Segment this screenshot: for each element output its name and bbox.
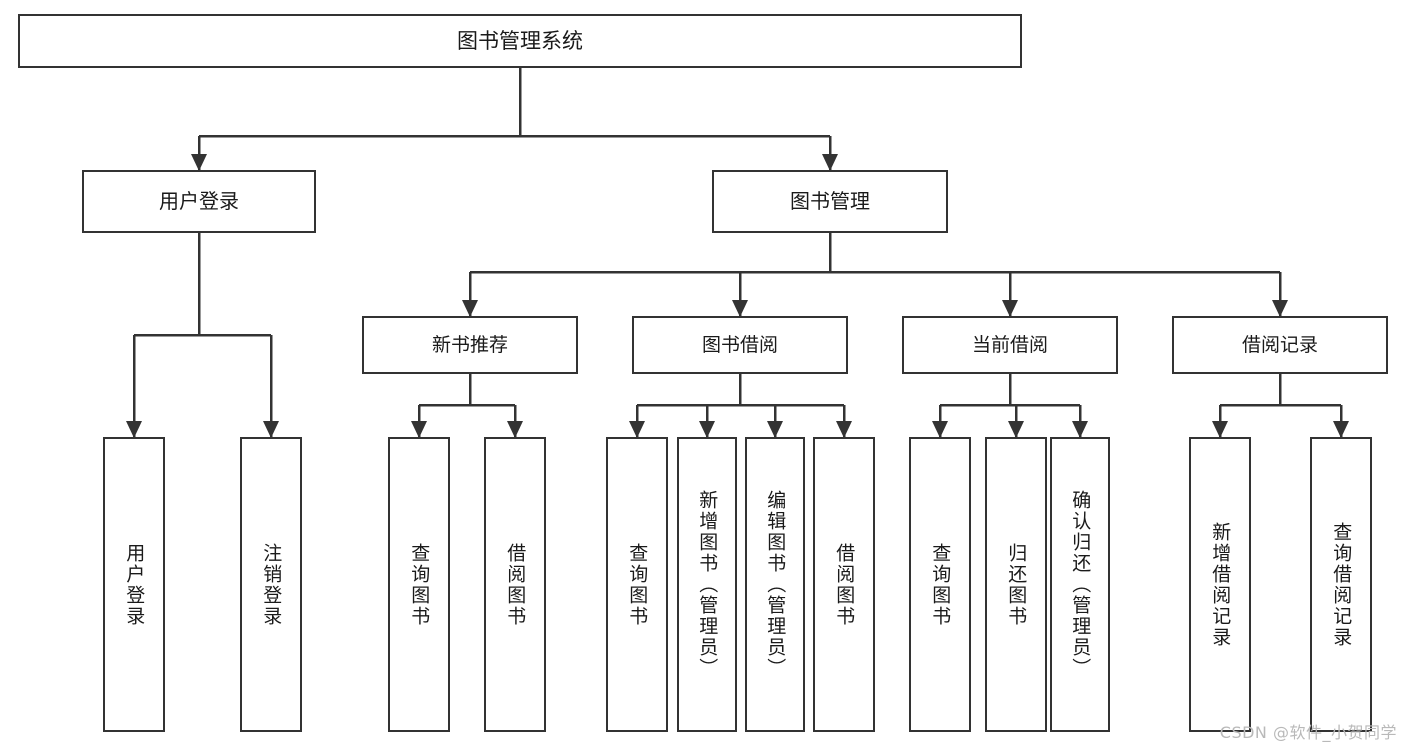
node-borrow-record: 借阅记录 [1172, 316, 1388, 374]
node-new-book-rec: 新书推荐 [362, 316, 578, 374]
node-label: 查询图书 [626, 542, 649, 627]
node-leaf-user-login: 用户登录 [103, 437, 165, 732]
node-label: 借阅图书 [504, 542, 527, 627]
node-label: 查询图书 [408, 542, 431, 627]
node-label: 用户登录 [159, 188, 239, 213]
node-label: 当前借阅 [971, 333, 1048, 356]
node-label: 注销登录 [260, 542, 283, 627]
node-user-login: 用户登录 [82, 170, 316, 233]
node-leaf-rec-query2: 查询借阅记录 [1310, 437, 1372, 732]
node-label: 新增图书（管理员） [696, 490, 719, 679]
node-book-borrow: 图书借阅 [632, 316, 848, 374]
node-label: 图书管理系统 [457, 28, 583, 53]
node-leaf-rec-query: 查询图书 [388, 437, 450, 732]
node-label: 查询图书 [929, 542, 952, 627]
node-leaf-cur-query: 查询图书 [909, 437, 971, 732]
node-leaf-rec-add: 新增借阅记录 [1189, 437, 1251, 732]
node-label: 归还图书 [1005, 542, 1028, 627]
node-leaf-borrow-query: 查询图书 [606, 437, 668, 732]
node-current-borrow: 当前借阅 [902, 316, 1118, 374]
node-label: 用户登录 [123, 542, 146, 627]
node-label: 图书借阅 [701, 333, 778, 356]
node-label: 图书管理 [790, 188, 870, 213]
node-leaf-cur-return: 归还图书 [985, 437, 1047, 732]
node-label: 借阅图书 [833, 542, 856, 627]
node-label: 查询借阅记录 [1330, 521, 1353, 648]
node-leaf-borrow-add: 新增图书（管理员） [677, 437, 737, 732]
node-label: 新增借阅记录 [1209, 521, 1232, 648]
node-leaf-user-logout: 注销登录 [240, 437, 302, 732]
node-label: 确认归还（管理员） [1069, 490, 1092, 679]
node-leaf-cur-confirm: 确认归还（管理员） [1050, 437, 1110, 732]
node-leaf-borrow-lend: 借阅图书 [813, 437, 875, 732]
node-label: 编辑图书（管理员） [764, 490, 787, 679]
node-book-manage: 图书管理 [712, 170, 948, 233]
node-leaf-borrow-edit: 编辑图书（管理员） [745, 437, 805, 732]
node-label: 借阅记录 [1241, 333, 1318, 356]
node-label: 新书推荐 [431, 333, 508, 356]
node-root: 图书管理系统 [18, 14, 1022, 68]
watermark-text: CSDN @软件_小贺同学 [1219, 723, 1397, 742]
node-leaf-rec-borrow: 借阅图书 [484, 437, 546, 732]
